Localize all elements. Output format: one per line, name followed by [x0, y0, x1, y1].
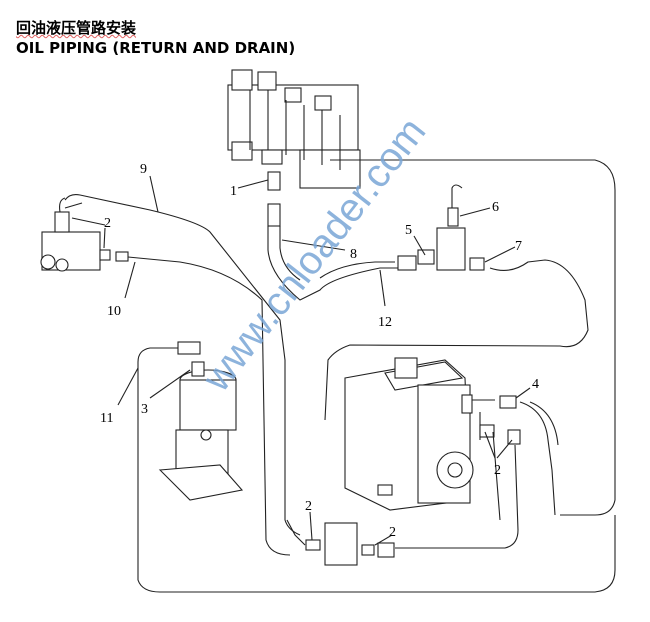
part-label-6: 6: [492, 200, 499, 215]
leader-lines: [71, 175, 531, 546]
part-label-3: 3: [141, 402, 148, 417]
swing-motor: [158, 361, 244, 501]
part-label-1: 1: [230, 184, 237, 199]
control-valve: [227, 69, 361, 189]
part-label-10: 10: [107, 304, 121, 319]
manifold-block-lower: [286, 519, 395, 566]
pipe-11: [137, 347, 616, 593]
part-label-4: 4: [532, 377, 539, 392]
part-label-9: 9: [140, 162, 147, 177]
hose-end-8: [267, 203, 281, 227]
part-label-2-tank: 2: [494, 463, 501, 478]
part-label-8: 8: [350, 247, 357, 262]
part-label-7: 7: [515, 239, 522, 254]
title-english: OIL PIPING (RETURN AND DRAIN): [16, 39, 296, 57]
fitting-1: [267, 171, 281, 191]
part-label-12: 12: [378, 315, 392, 330]
fitting-4: [499, 395, 517, 409]
pipe-9: [64, 194, 301, 536]
pipe-10: [127, 256, 291, 556]
part-label-2-lower-left: 2: [305, 499, 312, 514]
title-chinese: 回油液压管路安装: [16, 19, 137, 37]
tee-block-upper: [436, 227, 466, 271]
part-label-2-lower-right: 2: [389, 525, 396, 540]
part-label-2: 2: [104, 216, 111, 231]
manifold-block-left: [40, 211, 129, 272]
hydraulic-tank: [344, 357, 474, 511]
part-label-11: 11: [100, 411, 113, 426]
hose-8: [267, 226, 400, 301]
part-label-5: 5: [405, 223, 412, 238]
return-line-loop: [330, 159, 616, 516]
